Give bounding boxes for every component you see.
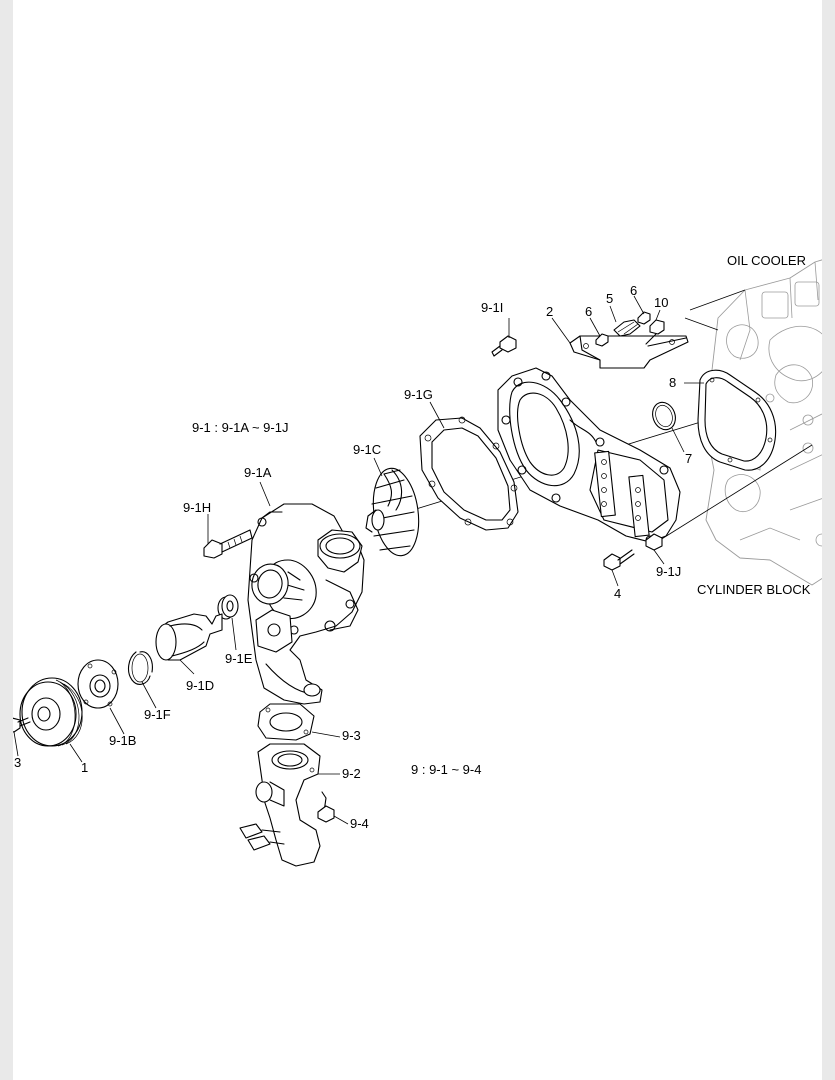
drawing-sheet: OIL COOLER CYLINDER BLOCK 9-1 : 9-1A ~ 9…: [13, 0, 822, 1080]
seal-9-1E: [217, 594, 239, 620]
bolt-9-1I: [491, 335, 517, 357]
callout-9-1G: 9-1G: [404, 387, 433, 402]
callout-9-1A: 9-1A: [244, 465, 272, 480]
nut-6: [595, 311, 651, 347]
callout-10: 10: [654, 295, 669, 310]
callout-9-1I: 9-1I: [481, 300, 504, 315]
callout-9-1J: 9-1J: [656, 564, 682, 579]
callout-9-1C: 9-1C: [353, 442, 382, 457]
bolt-3: [13, 717, 31, 733]
gasket-9-1G: [419, 416, 519, 531]
callout-9-1D: 9-1D: [186, 678, 215, 693]
snap-ring-9-1F: [127, 651, 153, 685]
callout-8: 8: [669, 375, 677, 390]
callout-7: 7: [685, 451, 693, 466]
gasket-8: [697, 369, 777, 471]
callout-6-left: 6: [585, 304, 593, 319]
bolt-9-4: [317, 791, 335, 823]
stud-5: [613, 319, 641, 337]
callout-9-3: 9-3: [342, 728, 361, 743]
callout-4: 4: [614, 586, 622, 601]
callout-9-2: 9-2: [342, 766, 361, 781]
pump-housing-9-1A: [247, 503, 365, 705]
callout-1: 1: [81, 760, 89, 775]
gasket-9-3: [257, 703, 315, 741]
bolt-4: [603, 549, 635, 571]
callout-6-right: 6: [630, 283, 638, 298]
callout-3: 3: [14, 755, 22, 770]
leader-lines: [13, 295, 704, 825]
callout-9-1B: 9-1B: [109, 733, 137, 748]
callout-5: 5: [606, 291, 614, 306]
pump-rear-cover: [497, 367, 681, 545]
oil-cooler-label: OIL COOLER: [727, 253, 806, 268]
bolt-9-1H: [203, 529, 253, 559]
callout-9-1E: 9-1E: [225, 651, 253, 666]
bearing-9-1D: [155, 613, 223, 661]
bracket-2: [569, 335, 689, 369]
o-ring-7: [652, 401, 676, 431]
callout-9-1F: 9-1F: [144, 707, 171, 722]
impeller-9-1C: [365, 467, 420, 557]
callout-9-4: 9-4: [350, 816, 369, 831]
callout-9-1H: 9-1H: [183, 500, 212, 515]
cylinder-block-label: CYLINDER BLOCK: [697, 582, 811, 597]
group-9-1-note: 9-1 : 9-1A ~ 9-1J: [192, 420, 289, 435]
elbow-pipe-9-2: [239, 743, 321, 867]
group-9-note: 9 : 9-1 ~ 9-4: [411, 762, 482, 777]
pulley-1: [19, 677, 83, 747]
callout-2: 2: [546, 304, 554, 319]
bolt-9-1J: [645, 533, 663, 551]
exploded-view-drawing: [13, 259, 822, 867]
flange-9-1B: [77, 659, 119, 709]
